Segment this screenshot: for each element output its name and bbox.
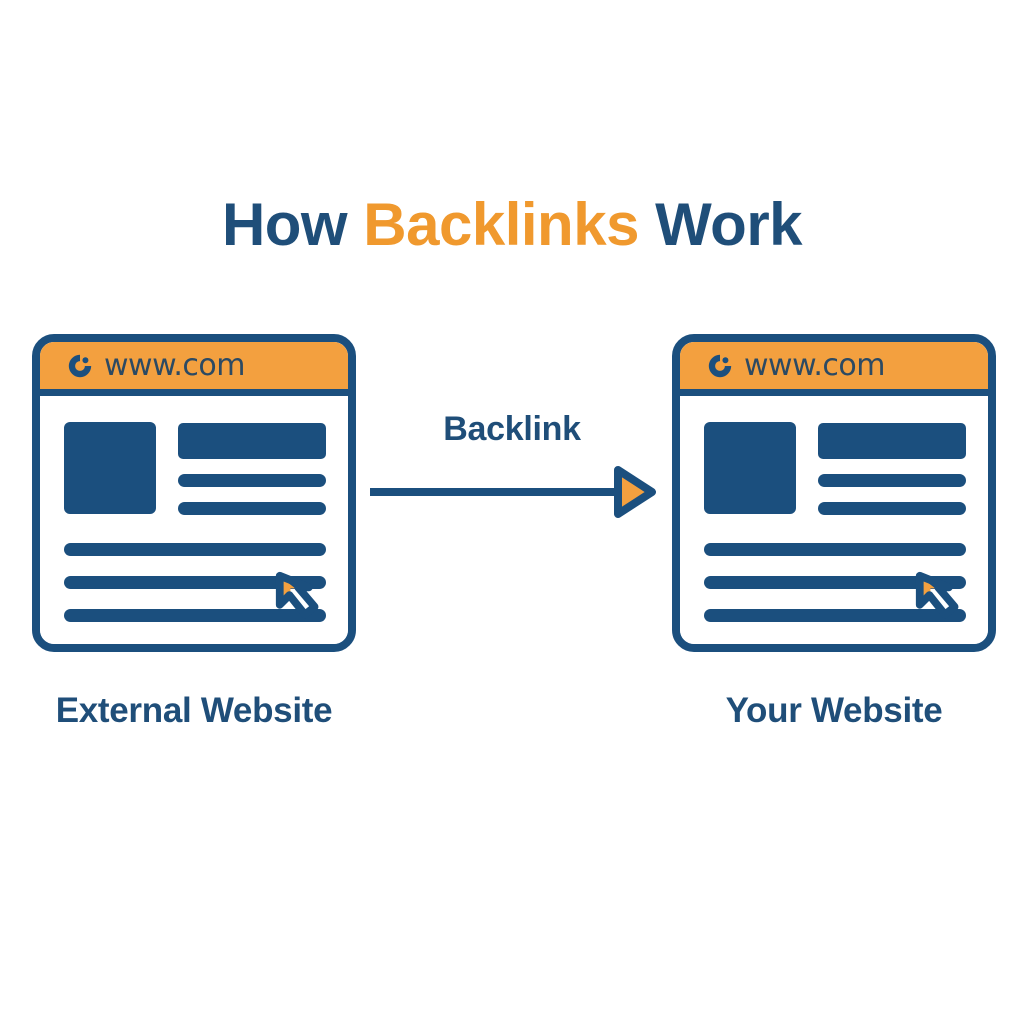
text-line — [818, 502, 966, 515]
text-line — [178, 502, 326, 515]
url-text: www.com — [744, 347, 885, 383]
caption-your-website: Your Website — [725, 691, 943, 730]
page-content — [680, 396, 988, 644]
page-title: How Backlinks Work — [0, 195, 1024, 255]
image-placeholder-block — [64, 422, 156, 514]
url-text: www.com — [104, 347, 245, 383]
cursor-arrow-icon — [915, 571, 959, 619]
text-line — [64, 543, 326, 556]
heading-placeholder-bar — [178, 423, 326, 459]
text-line — [818, 474, 966, 487]
backlink-arrow — [370, 466, 656, 518]
text-line — [704, 543, 966, 556]
content-row-bottom — [64, 543, 326, 622]
browser-card-external: www.com — [32, 334, 356, 652]
title-part-2: Work — [638, 191, 803, 258]
text-line — [704, 576, 966, 589]
text-line — [64, 609, 326, 622]
address-bar: www.com — [40, 342, 348, 396]
content-row-bottom — [704, 543, 966, 622]
text-line — [178, 474, 326, 487]
content-row-top — [704, 422, 966, 515]
content-row-top — [64, 422, 326, 515]
title-accent-word: Backlinks — [363, 191, 639, 258]
text-column — [178, 422, 326, 515]
title-part-1: How — [221, 191, 364, 258]
text-line — [704, 609, 966, 622]
connector-label: Backlink — [443, 410, 581, 448]
text-line — [64, 576, 326, 589]
cursor-arrow-icon — [275, 571, 319, 619]
globe-icon — [68, 354, 92, 377]
heading-placeholder-bar — [818, 423, 966, 459]
address-bar: www.com — [680, 342, 988, 396]
caption-external-website: External Website — [55, 691, 333, 730]
arrow-head — [614, 466, 656, 518]
browser-card-your-website: www.com — [672, 334, 996, 652]
globe-icon — [708, 354, 732, 377]
text-column — [818, 422, 966, 515]
page-content — [40, 396, 348, 644]
image-placeholder-block — [704, 422, 796, 514]
